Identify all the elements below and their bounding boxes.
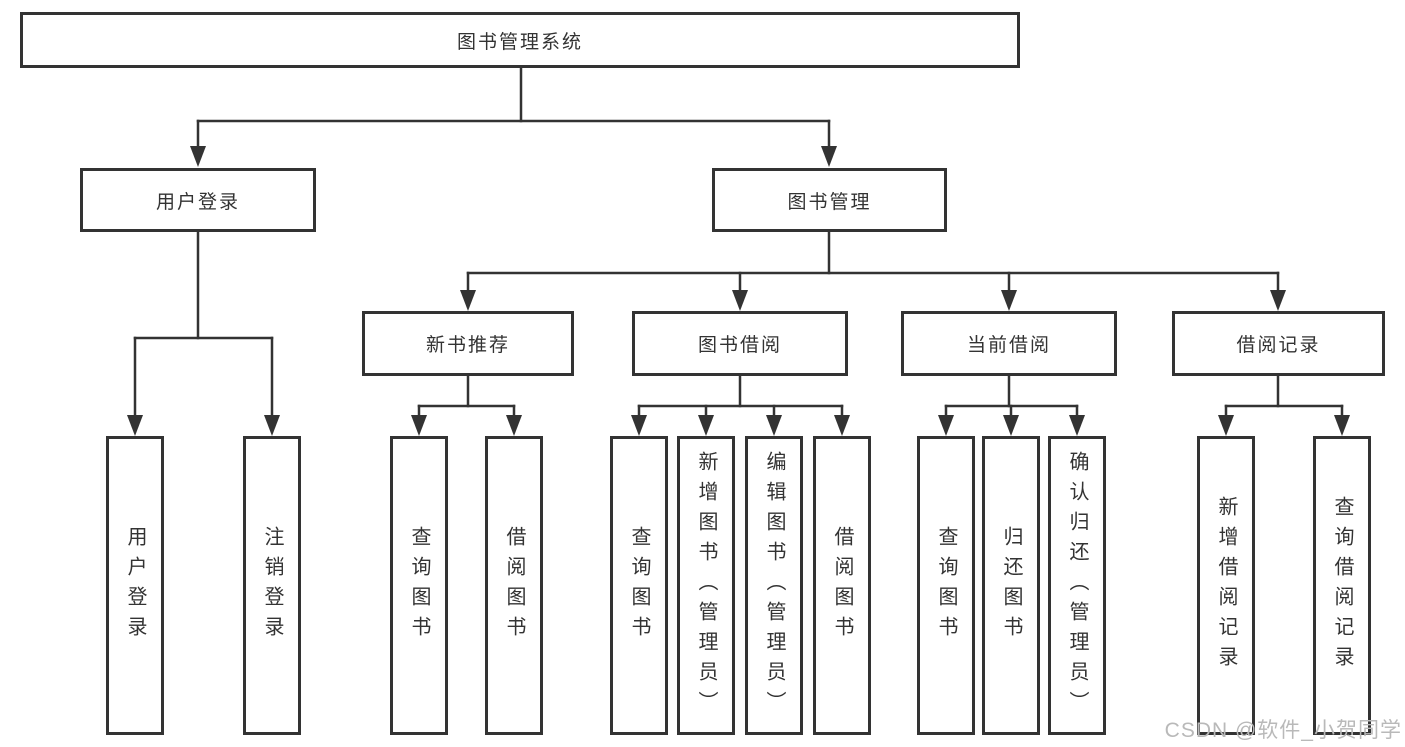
node-current-borrow: 当前借阅 [901, 311, 1117, 376]
node-borrow-records-label: 借阅记录 [1236, 335, 1321, 356]
node-borrow-records: 借阅记录 [1172, 311, 1385, 376]
connector-book-management-to-level3 [460, 229, 1286, 311]
leaf-user-login: 用户登录 [106, 436, 164, 735]
node-book-borrow: 图书借阅 [632, 311, 848, 376]
leaf-borrow-borrow-books-label: 借阅图书 [831, 525, 853, 646]
watermark: CSDN @软件_小贺同学 [1164, 719, 1402, 742]
leaf-add-book-admin: 新增图书（管理员） [677, 436, 735, 735]
leaf-confirm-return-admin-label: 确认归还（管理员） [1066, 450, 1088, 721]
leaf-user-login-label: 用户登录 [124, 525, 146, 646]
node-book-management: 图书管理 [712, 168, 947, 232]
leaf-query-borrow-record: 查询借阅记录 [1313, 436, 1371, 735]
leaf-add-borrow-record-label: 新增借阅记录 [1215, 495, 1237, 676]
node-root-label: 图书管理系统 [456, 31, 583, 53]
node-current-borrow-label: 当前借阅 [966, 335, 1051, 356]
leaf-edit-book-admin-label: 编辑图书（管理员） [763, 450, 785, 721]
leaf-add-borrow-record: 新增借阅记录 [1197, 436, 1255, 735]
leaf-add-book-admin-label: 新增图书（管理员） [695, 450, 717, 721]
leaf-recommend-borrow-books: 借阅图书 [485, 436, 543, 735]
leaf-current-query-books-label: 查询图书 [935, 525, 957, 646]
leaf-current-query-books: 查询图书 [917, 436, 975, 735]
connector-book-borrow-to-leaves [631, 373, 850, 436]
leaf-query-borrow-record-label: 查询借阅记录 [1331, 495, 1353, 676]
leaf-borrow-borrow-books: 借阅图书 [813, 436, 871, 735]
node-root: 图书管理系统 [20, 12, 1020, 68]
node-user-login-label: 用户登录 [155, 191, 240, 213]
leaf-return-book: 归还图书 [982, 436, 1040, 735]
node-user-login: 用户登录 [80, 168, 316, 232]
connector-current-borrow-to-leaves [938, 373, 1085, 436]
leaf-recommend-query-books: 查询图书 [390, 436, 448, 735]
connector-user-login-to-leaves [127, 229, 280, 436]
leaf-borrow-query-books-label: 查询图书 [628, 525, 650, 646]
leaf-logout: 注销登录 [243, 436, 301, 735]
leaf-edit-book-admin: 编辑图书（管理员） [745, 436, 803, 735]
node-book-management-label: 图书管理 [787, 191, 872, 213]
leaf-confirm-return-admin: 确认归还（管理员） [1048, 436, 1106, 735]
leaf-borrow-query-books: 查询图书 [610, 436, 668, 735]
leaf-recommend-query-books-label: 查询图书 [408, 525, 430, 646]
leaf-recommend-borrow-books-label: 借阅图书 [503, 525, 525, 646]
connector-new-book-recommend-to-leaves [411, 373, 522, 436]
node-new-book-recommend-label: 新书推荐 [425, 335, 510, 356]
node-new-book-recommend: 新书推荐 [362, 311, 574, 376]
node-book-borrow-label: 图书借阅 [697, 335, 782, 356]
leaf-logout-label: 注销登录 [261, 525, 283, 646]
connector-borrow-records-to-leaves [1218, 373, 1350, 436]
leaf-return-book-label: 归还图书 [1000, 525, 1022, 646]
connector-root-to-level2 [190, 64, 837, 167]
